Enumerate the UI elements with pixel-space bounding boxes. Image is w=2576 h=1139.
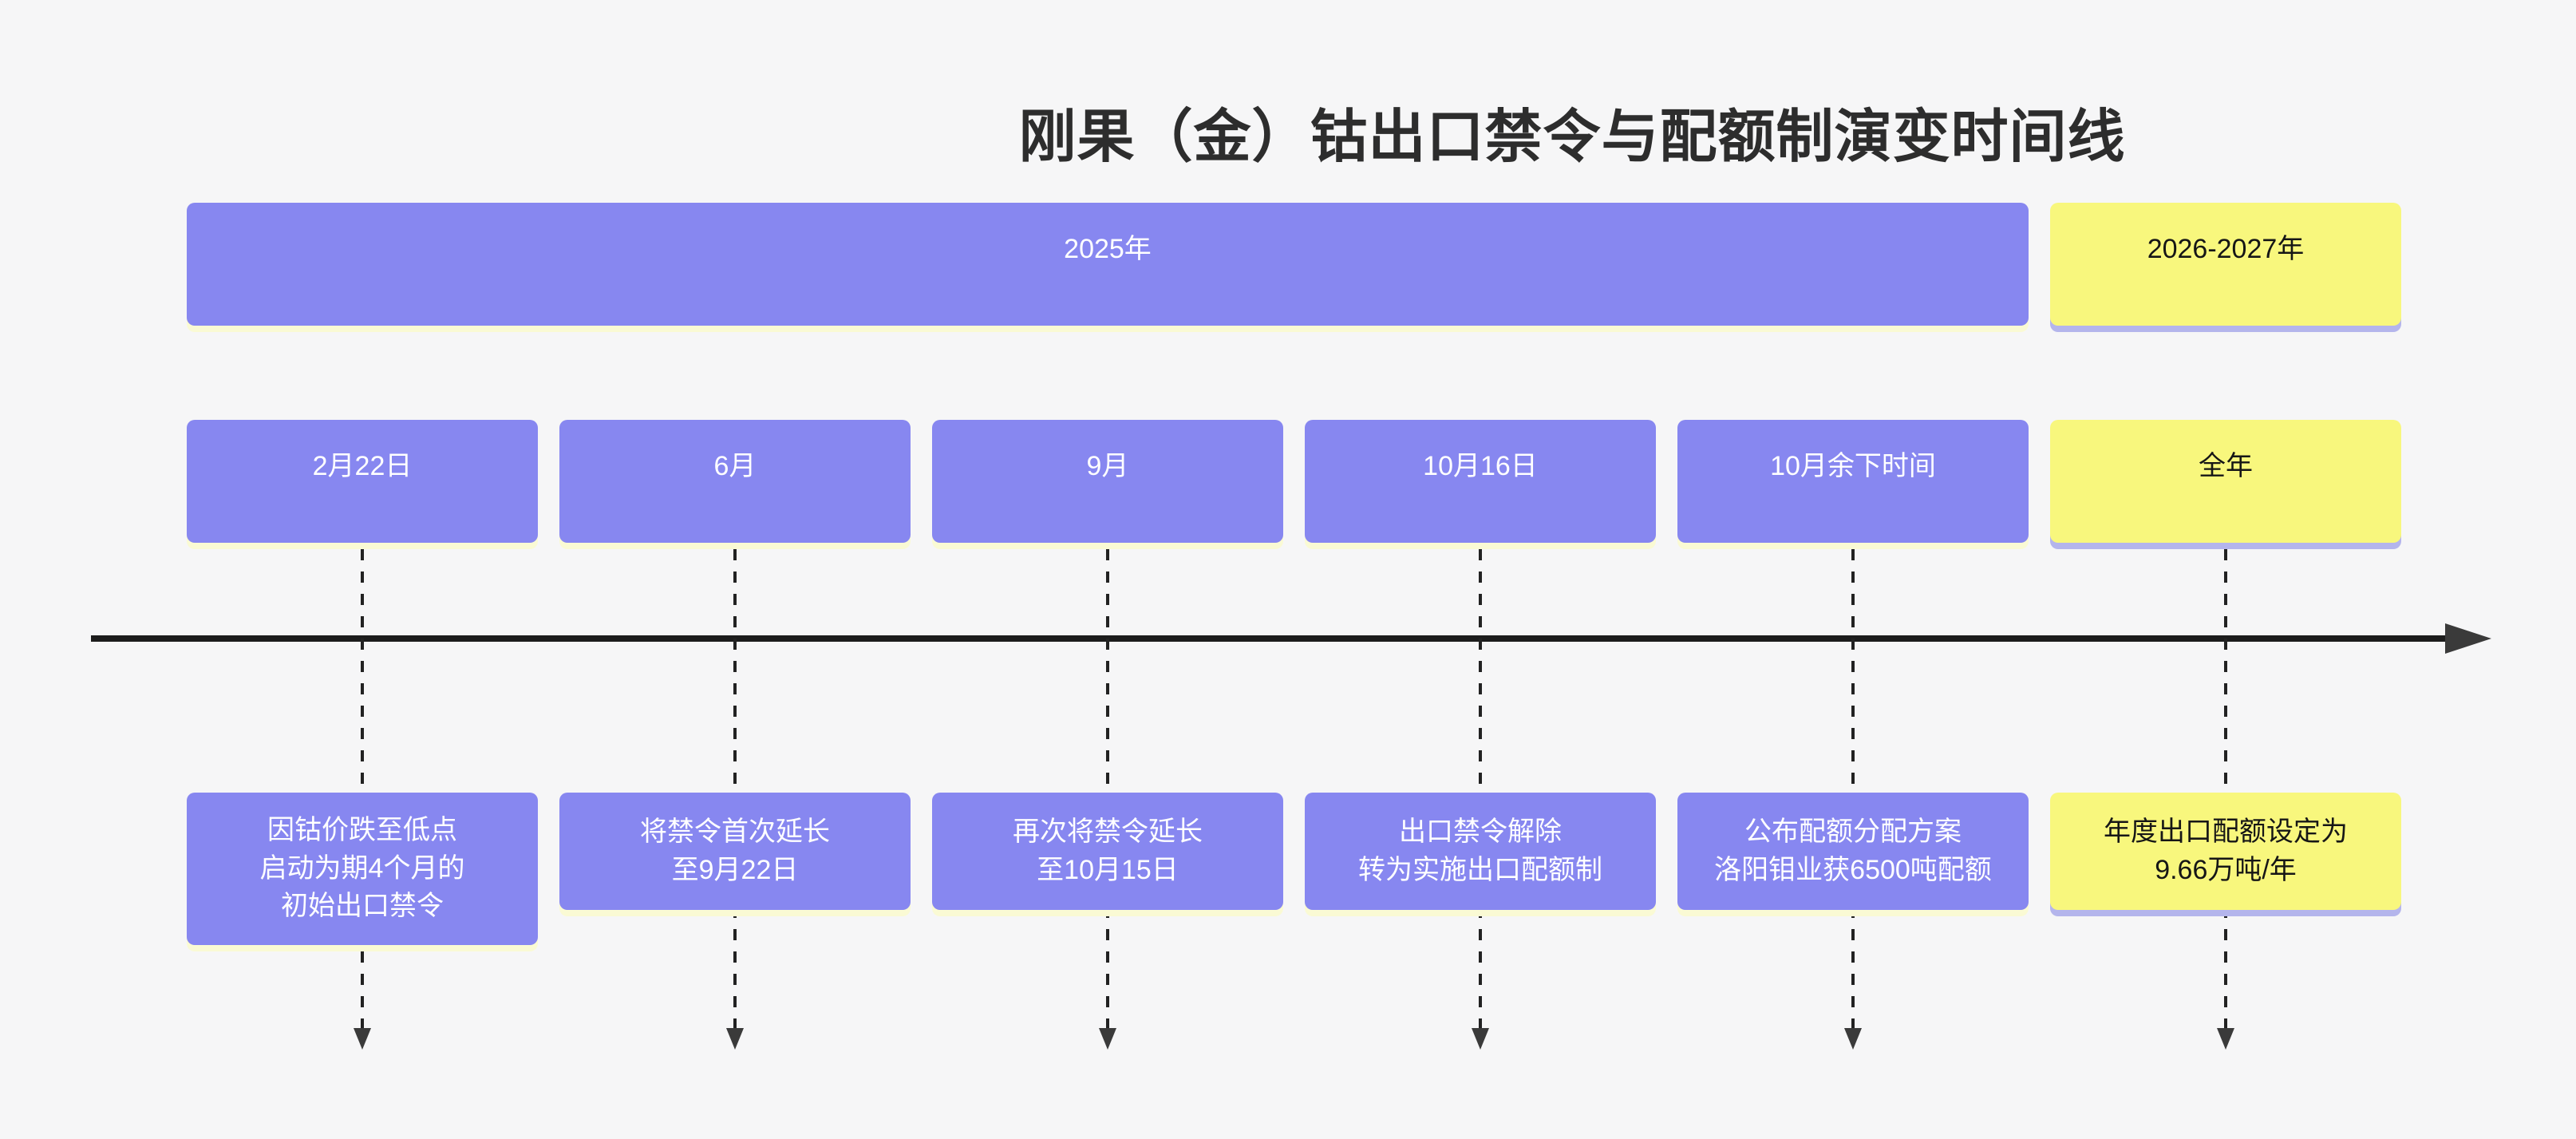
- event-row: 因钴价跌至低点 启动为期4个月的 初始出口禁令 将禁令首次延长 至9月22日 再…: [187, 793, 2401, 945]
- event-box-quota-allocation: 公布配额分配方案 洛阳钼业获6500吨配额: [1677, 793, 2029, 910]
- dashed-connector: [1851, 549, 1855, 1028]
- date-label: 10月余下时间: [1770, 451, 1936, 482]
- period-bar-2026-2027: 2026-2027年: [2050, 203, 2401, 326]
- down-arrow-icon: [1472, 1028, 1489, 1050]
- timeline-axis: [91, 635, 2447, 642]
- date-box-oct16: 10月16日: [1305, 420, 1656, 543]
- event-text-line: 出口禁令解除: [1399, 816, 1562, 847]
- event-text-line: 将禁令首次延长: [640, 816, 830, 847]
- dashed-connector: [361, 549, 364, 1028]
- event-box-annual-quota: 年度出口配额设定为 9.66万吨/年: [2050, 793, 2401, 910]
- date-label: 2月22日: [312, 451, 413, 482]
- event-box-initial-ban: 因钴价跌至低点 启动为期4个月的 初始出口禁令: [187, 793, 538, 945]
- event-text-line: 初始出口禁令: [281, 891, 444, 922]
- event-text-line: 洛阳钼业获6500吨配额: [1714, 854, 1992, 885]
- event-text-line: 再次将禁令延长: [1013, 816, 1203, 847]
- page-title: 刚果（金）钴出口禁令与配额制演变时间线: [1018, 105, 2126, 169]
- dashed-connector: [733, 549, 737, 1028]
- date-box-rest-of-oct: 10月余下时间: [1677, 420, 2029, 543]
- axis-arrowhead-icon: [2445, 623, 2491, 654]
- down-arrow-icon: [1099, 1028, 1116, 1050]
- event-text-line: 至10月15日: [1037, 854, 1179, 885]
- date-box-june: 6月: [559, 420, 911, 543]
- date-label: 10月16日: [1423, 451, 1538, 482]
- event-text-line: 启动为期4个月的: [259, 852, 465, 884]
- down-arrow-icon: [354, 1028, 371, 1050]
- down-arrow-icon: [1844, 1028, 1862, 1050]
- event-text-line: 转为实施出口配额制: [1358, 854, 1602, 885]
- dashed-connector: [1479, 549, 1482, 1028]
- event-box-first-extension: 将禁令首次延长 至9月22日: [559, 793, 911, 910]
- date-label: 9月: [1086, 451, 1129, 482]
- date-row: 2月22日 6月 9月 10月16日 10月余下时间 全年: [187, 420, 2401, 543]
- period-row: 2025年 2026-2027年: [187, 203, 2401, 326]
- date-box-feb22: 2月22日: [187, 420, 538, 543]
- event-box-second-extension: 再次将禁令延长 至10月15日: [932, 793, 1283, 910]
- date-label: 全年: [2199, 451, 2253, 482]
- date-label: 6月: [713, 451, 757, 482]
- event-text-line: 9.66万吨/年: [2155, 854, 2297, 885]
- event-box-ban-lifted-quota: 出口禁令解除 转为实施出口配额制: [1305, 793, 1656, 910]
- date-box-full-year: 全年: [2050, 420, 2401, 543]
- period-bar-2025: 2025年: [187, 203, 2029, 326]
- date-box-september: 9月: [932, 420, 1283, 543]
- period-label: 2025年: [1064, 234, 1152, 265]
- event-text-line: 年度出口配额设定为: [2104, 816, 2348, 847]
- event-text-line: 公布配额分配方案: [1744, 816, 1962, 847]
- event-text-line: 因钴价跌至低点: [267, 815, 457, 845]
- down-arrow-icon: [726, 1028, 744, 1050]
- down-arrow-icon: [2217, 1028, 2234, 1050]
- period-label: 2026-2027年: [2147, 234, 2305, 265]
- dashed-connector: [2224, 549, 2227, 1028]
- dashed-connector: [1106, 549, 1109, 1028]
- event-text-line: 至9月22日: [671, 854, 799, 885]
